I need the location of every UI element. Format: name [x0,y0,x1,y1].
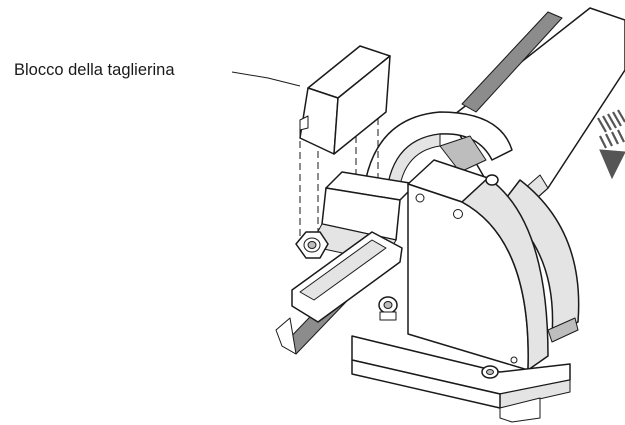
pivot-pin [485,174,499,186]
housing-front-plate [407,159,549,371]
bottom-base-plate [351,335,571,423]
hex-nut-icon [295,231,329,259]
cutter-block-callout-label: Blocco della taglierina [14,61,175,79]
rotation-arrow-icon [597,109,625,180]
screw-icon [378,296,398,321]
base-rail [275,231,403,355]
cutter-block [299,45,391,155]
callout-leader-line [231,71,301,87]
base-screw-icon [481,365,499,379]
